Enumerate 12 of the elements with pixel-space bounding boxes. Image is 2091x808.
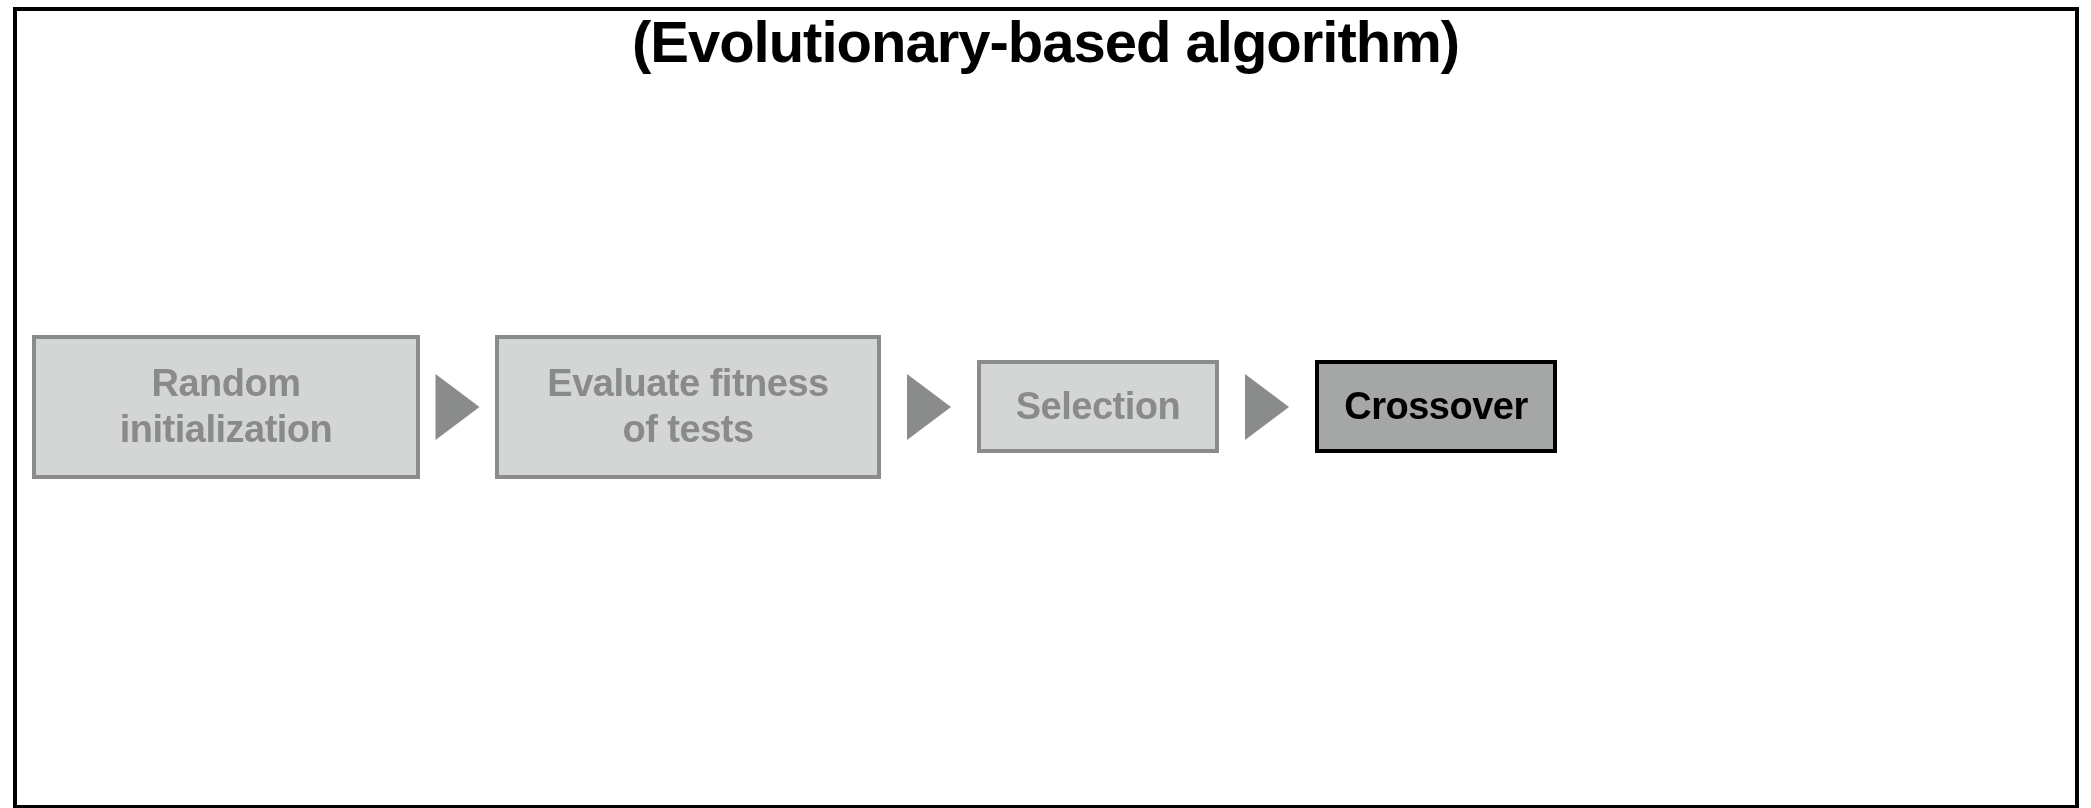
arrow [435,374,480,440]
arrow [1245,374,1289,440]
box-label: Crossover [1344,383,1528,429]
process-box [1315,360,1557,453]
process-box [977,360,1219,453]
box-label: Random initialization [118,361,334,452]
process-box [32,335,420,479]
diagram-title: (Evolutionary-based algorithm) [630,8,1461,75]
process-box [495,335,881,479]
arrow [907,374,951,440]
box-label: Evaluate fitness of tests [546,361,830,452]
box-label: Selection [1015,383,1181,429]
